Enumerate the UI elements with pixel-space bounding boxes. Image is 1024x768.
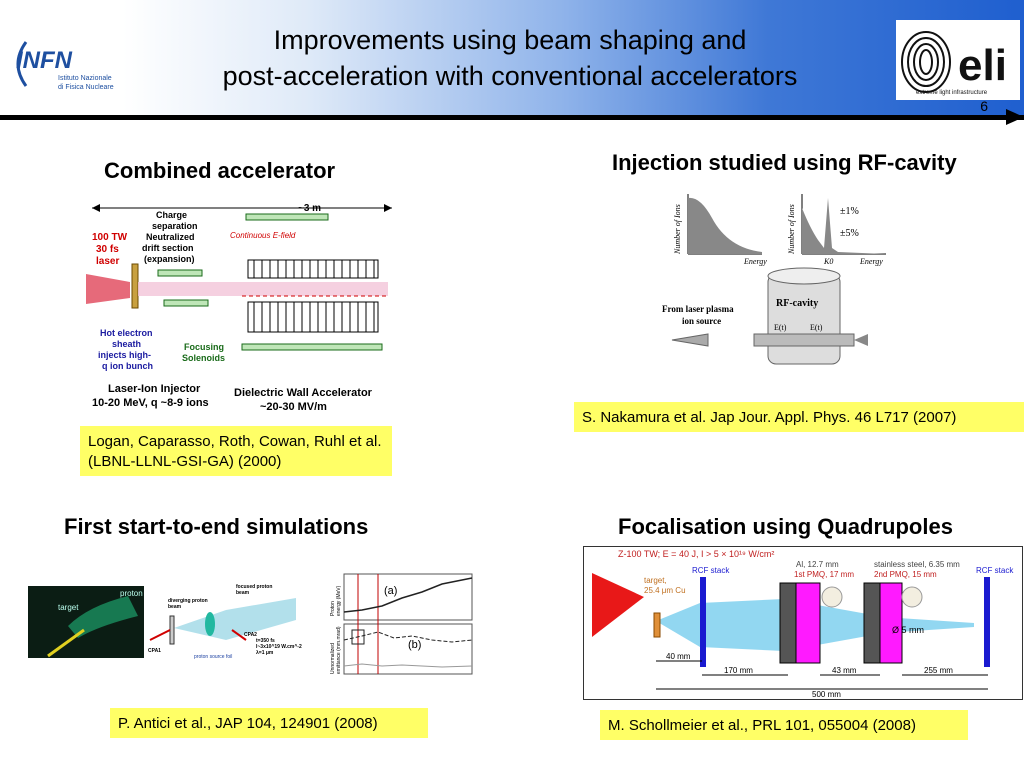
z100-label: Z-100 TW; E = 40 J, I > 5 × 10¹⁹ W/cm² — [618, 549, 774, 559]
dim-170: 170 mm — [724, 666, 753, 675]
laser-label: 100 TW 30 fs laser — [92, 232, 130, 267]
ions-ylabel-right: Number of Ions — [787, 204, 796, 255]
quadrupoles-heading: Focalisation using Quadrupoles — [618, 514, 953, 539]
injector-label: Laser-Ion Injector 10-20 MeV, q ~8-9 ion… — [92, 383, 209, 409]
combined-heading: Combined accelerator — [104, 158, 336, 183]
simulation-schematic: diverging proton beam focused proton bea… — [146, 580, 302, 664]
quadrupoles-reference: M. Schollmeier et al., PRL 101, 055004 (… — [600, 710, 968, 740]
et-label-1: E(t) — [774, 323, 787, 332]
page-number: 6 — [980, 98, 988, 114]
pct5-label: ±5% — [840, 228, 859, 239]
eli-logo: eli extreme light infrastructure — [896, 20, 1020, 100]
eli-mark: eli — [958, 41, 1007, 90]
injection-heading: Injection studied using RF-cavity — [612, 150, 957, 175]
infn-letters: INFN — [16, 47, 73, 74]
d5-label: Ø 5 mm — [892, 625, 924, 635]
energy-label-left: Energy — [743, 257, 767, 266]
dim-255: 255 mm — [924, 666, 953, 675]
pct1-label: ±1% — [840, 206, 859, 217]
target-label: target, 25.4 μm Cu — [644, 576, 686, 595]
injection-reference: S. Nakamura et al. Jap Jour. Appl. Phys.… — [574, 402, 1024, 432]
diverging-label: diverging proton beam — [168, 598, 209, 610]
rf-cavity-figure: Number of Ions Energy Number of Ions K0 … — [658, 188, 894, 374]
infn-logo: INFN Istituto Nazionale di Fisica Nuclea… — [8, 36, 128, 98]
slide-header — [0, 0, 1024, 118]
simulations-heading: First start-to-end simulations — [64, 514, 369, 539]
simulations-reference: P. Antici et al., JAP 104, 124901 (2008) — [110, 708, 428, 738]
rcf-stack-1: RCF stack — [692, 566, 730, 575]
title-line-2: post-acceleration with conventional acce… — [222, 61, 798, 91]
slide-title: Improvements using beam shaping and post… — [130, 22, 890, 94]
focusing-label: Focusing Solenoids — [182, 342, 227, 363]
rf-cavity-label: RF-cavity — [776, 298, 818, 309]
et-label-2: E(t) — [810, 323, 823, 332]
dim-40: 40 mm — [666, 652, 691, 661]
hot-electron-label: Hot electron sheath injects high- q ion … — [98, 328, 155, 371]
simulation-photo: target proton — [28, 586, 144, 658]
ions-ylabel-left: Number of Ions — [673, 204, 682, 255]
simulation-plots: (a) (b) Proton energy (MeV) Unnormalized… — [322, 570, 476, 680]
dwa-label: Dielectric Wall Accelerator ~20-30 MV/m — [234, 387, 375, 413]
plot-a-ylabel: Proton energy (MeV) — [330, 585, 342, 616]
infn-sub1: Istituto Nazionale — [58, 75, 112, 82]
ss-label: stainless steel, 6.35 mm — [874, 560, 960, 569]
pmq1-label: 1st PMQ, 17 mm — [794, 570, 854, 579]
charge-label: Charge separation Neutralized drift sect… — [142, 210, 200, 264]
plot-b-label: (b) — [408, 639, 421, 651]
pmq2-label: 2nd PMQ, 15 mm — [874, 570, 937, 579]
foil-label: proton source foil — [194, 654, 232, 660]
combined-accelerator-figure: ~3 m 100 TW 30 fs laser Charge separatio… — [86, 196, 398, 418]
efield-label: Continuous E-field — [230, 231, 296, 240]
length-label: ~3 m — [298, 203, 321, 214]
combined-reference: Logan, Caparasso, Roth, Cowan, Ruhl et a… — [80, 426, 392, 476]
photo-target-label: target — [58, 603, 79, 612]
quadrupole-setup-figure: Z-100 TW; E = 40 J, I > 5 × 10¹⁹ W/cm² t… — [583, 546, 1023, 700]
cpa2-label: CPA2 — [244, 632, 257, 638]
header-rule — [0, 109, 1024, 125]
source-label: From laser plasma ion source — [662, 304, 736, 326]
rcf-stack-2: RCF stack — [976, 566, 1014, 575]
al-label: Al, 12.7 mm — [796, 560, 839, 569]
focused-label: focused proton beam — [236, 584, 274, 596]
plot-a-label: (a) — [384, 585, 397, 597]
k0-label: K0 — [823, 257, 833, 266]
plot-b-ylabel: Unnormalized emittance (mm.mrad) — [330, 626, 342, 674]
dim-500: 500 mm — [812, 690, 841, 699]
cpa1-label: CPA1 — [148, 648, 161, 654]
dim-43: 43 mm — [832, 666, 857, 675]
energy-label-right: Energy — [859, 257, 883, 266]
infn-sub2: di Fisica Nucleare — [58, 84, 114, 91]
eli-tagline: extreme light infrastructure — [916, 90, 988, 96]
photo-proton-label: proton — [120, 589, 143, 598]
title-line-1: Improvements using beam shaping and — [273, 25, 747, 55]
params-label: t=350 fs I~3x10^19 W.cm^-2 λ=1 μm — [256, 638, 302, 656]
